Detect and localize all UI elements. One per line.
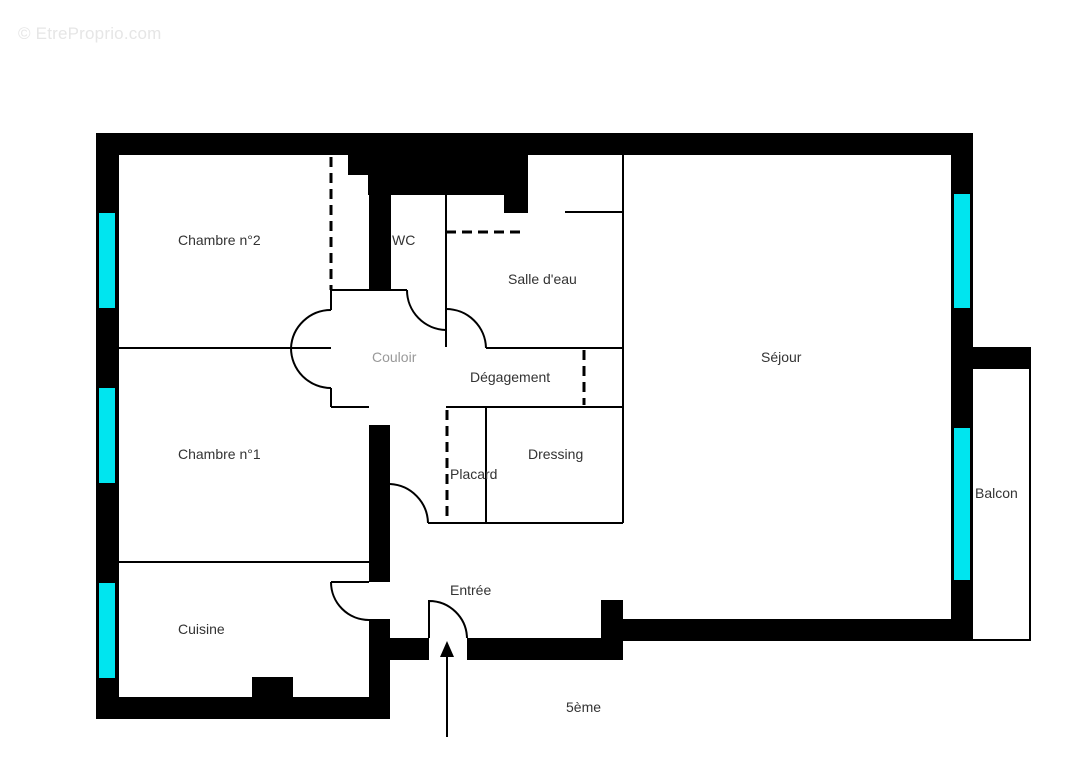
window-cuisine <box>99 583 115 678</box>
room-label-dressing: Dressing <box>528 446 584 462</box>
room-label-chambre1: Chambre n°1 <box>178 446 261 462</box>
watermark: © EtreProprio.com <box>18 24 162 43</box>
floor-label: 5ème <box>566 699 602 715</box>
room-label-cuisine: Cuisine <box>178 621 225 637</box>
room-label-entree: Entrée <box>450 582 492 598</box>
door-swings <box>289 289 487 639</box>
room-label-salle-eau: Salle d'eau <box>508 271 577 287</box>
window-sejour-bottom <box>954 428 970 580</box>
windows <box>99 194 970 678</box>
room-label-degagement: Dégagement <box>470 369 551 385</box>
window-sejour-top <box>954 194 970 308</box>
window-chambre1 <box>99 388 115 483</box>
dashed-partitions <box>329 157 586 521</box>
exterior-walls <box>96 133 1031 719</box>
room-label-placard: Placard <box>450 466 498 482</box>
interior-walls <box>348 155 528 582</box>
room-label-sejour: Séjour <box>761 349 802 365</box>
arrow-up-icon <box>440 641 454 737</box>
room-label-wc: WC <box>392 232 416 248</box>
room-label-balcon: Balcon <box>975 485 1018 501</box>
partitions <box>119 155 1031 641</box>
room-label-chambre2: Chambre n°2 <box>178 232 261 248</box>
room-label-couloir: Couloir <box>372 349 417 365</box>
window-chambre2 <box>99 213 115 308</box>
